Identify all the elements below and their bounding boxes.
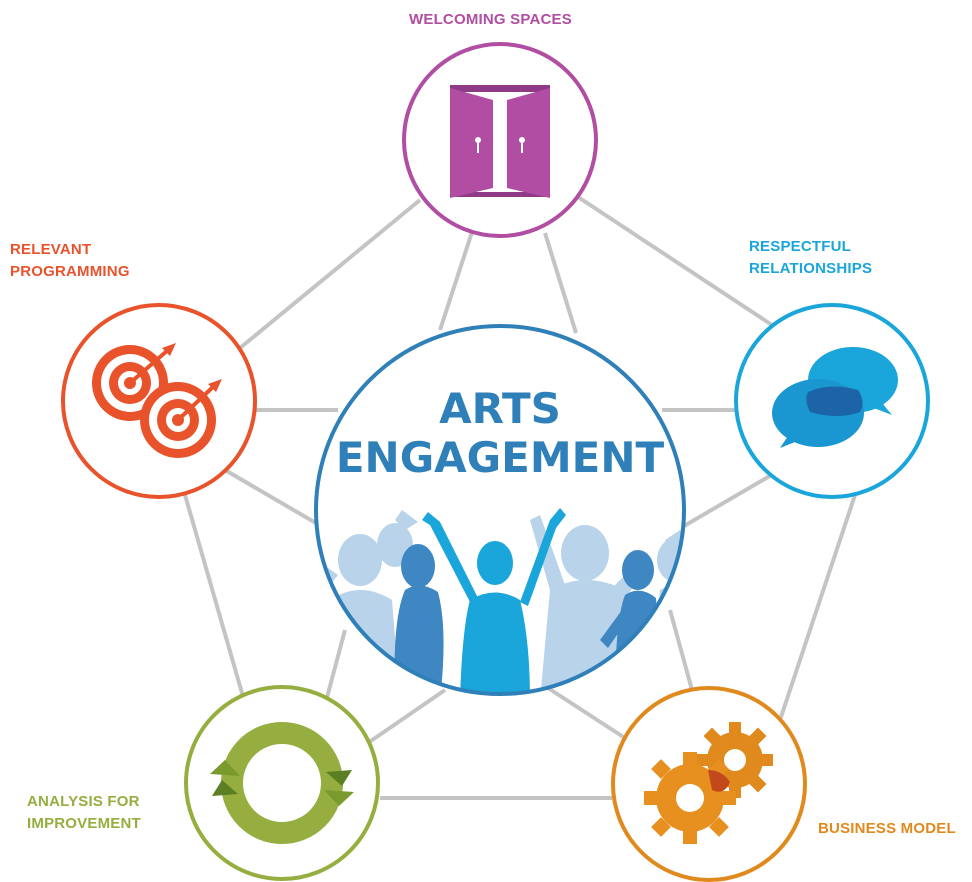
label-respectful-relationships: RESPECTFUL RELATIONSHIPS: [749, 236, 872, 280]
center-title-line2: ENGAGEMENT: [336, 433, 665, 482]
label-relevant-programming: RELEVANT PROGRAMMING: [10, 239, 130, 283]
open-doors-icon: [450, 85, 550, 198]
target-darts-icon: [92, 343, 222, 458]
label-business-model: BUSINESS MODEL: [818, 818, 956, 840]
gears-icon: [644, 722, 773, 844]
label-business-text: BUSINESS MODEL: [818, 820, 956, 837]
node-business-model: [611, 686, 807, 882]
label-welcoming-spaces: WELCOMING SPACES: [409, 9, 572, 31]
cycle-arrows-icon: [210, 722, 354, 844]
node-welcoming-spaces: [402, 42, 598, 238]
center-node: ARTS ENGAGEMENT: [314, 324, 686, 696]
label-relevant-line1: RELEVANT: [10, 241, 92, 258]
label-analysis-line2: IMPROVEMENT: [27, 815, 141, 832]
label-analysis-line1: ANALYSIS FOR: [27, 793, 140, 810]
center-title-line1: ARTS: [439, 384, 561, 433]
speech-bubbles-icon: [772, 347, 898, 448]
label-respectful-line1: RESPECTFUL: [749, 238, 852, 255]
label-welcoming-text: WELCOMING SPACES: [409, 11, 572, 28]
node-respectful-relationships: [734, 303, 930, 499]
label-analysis-improvement: ANALYSIS FOR IMPROVEMENT: [27, 791, 141, 835]
label-relevant-line2: PROGRAMMING: [10, 263, 130, 280]
node-analysis-improvement: [184, 685, 380, 881]
node-relevant-programming: [61, 303, 257, 499]
label-respectful-line2: RELATIONSHIPS: [749, 260, 873, 277]
